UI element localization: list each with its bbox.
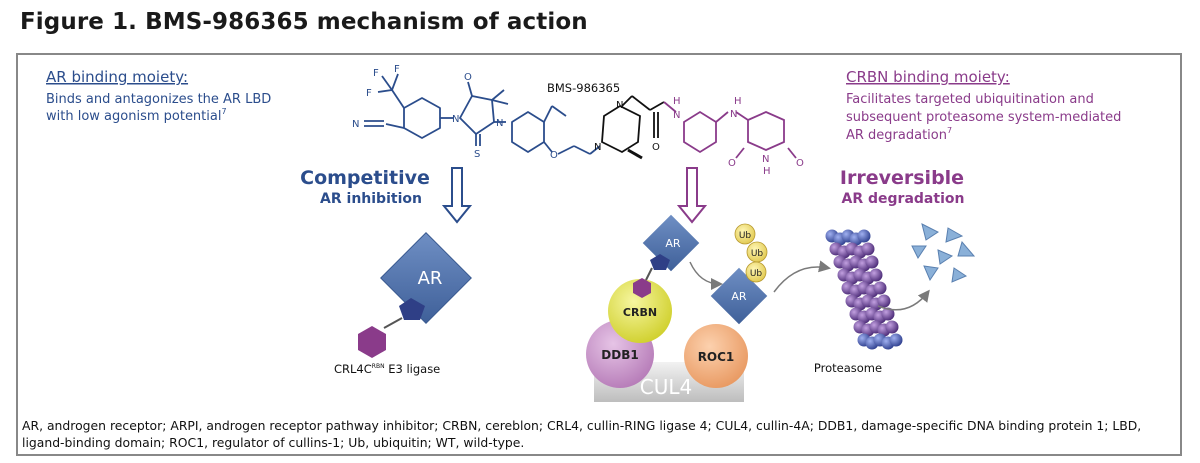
figure-caption: AR, androgen receptor; ARPI, androgen re… xyxy=(22,418,1142,450)
proteasome-bead xyxy=(877,294,891,308)
atom-o3: O xyxy=(796,158,804,169)
crl4-prefix: CRL4C xyxy=(334,362,372,376)
degradation-arrow-icon xyxy=(676,167,708,224)
ring-glutarimide xyxy=(747,111,785,151)
ring-imidazolidine xyxy=(459,95,495,135)
crbn-binding-line1: Facilitates targeted ubiquitination and xyxy=(846,92,1094,107)
ar-binding-heading: AR binding moiety: xyxy=(46,68,188,86)
proteasome-bead xyxy=(869,268,883,282)
atom-f3: F xyxy=(366,88,372,99)
to-fragments-arrow-icon xyxy=(877,289,930,311)
atom-f2: F xyxy=(394,64,400,75)
atom-labels-dark: N N O xyxy=(594,100,660,153)
to-proteasome-arrow-icon xyxy=(773,260,831,293)
chemical-structure xyxy=(364,73,601,155)
atom-n3: N xyxy=(594,142,601,153)
competitive-arrow-icon xyxy=(441,167,473,224)
crbn-binding-superscript: 7 xyxy=(947,126,952,135)
crbn-binding-line2: subsequent proteasome system-mediated xyxy=(846,110,1121,125)
atom-o-amide: O xyxy=(652,142,660,153)
ub-circle-1 xyxy=(734,223,756,245)
atom-n-nitrile: N xyxy=(352,119,359,130)
irreversible-subtitle: AR degradation xyxy=(842,191,965,207)
proteasome-bead xyxy=(881,307,895,321)
roc1-label: ROC1 xyxy=(698,350,735,364)
ar-pentagon-middle xyxy=(650,254,670,270)
atom-n2: N xyxy=(496,118,503,129)
ar-binding-line2-group: with low agonism potential7 xyxy=(46,107,227,124)
crbn-circle xyxy=(608,279,672,343)
ar-bound-complex: AR xyxy=(358,232,472,358)
atom-n7: N xyxy=(762,154,769,165)
ar-binding-superscript: 7 xyxy=(221,107,226,116)
degraded-fragments-icon xyxy=(911,223,976,283)
proteasome-bead xyxy=(865,255,879,269)
crl4-label: CRL4CRBN E3 ligase xyxy=(334,362,440,376)
ar-diamond-left xyxy=(380,232,472,324)
cul4-label: CUL4 xyxy=(640,375,692,399)
figure-title: Figure 1. BMS-986365 mechanism of action xyxy=(20,9,588,35)
crbn-hexagon-left xyxy=(358,326,386,358)
ar-binding-line2: with low agonism potential xyxy=(46,109,221,124)
proteasome-bead xyxy=(857,229,871,243)
atom-f1: F xyxy=(373,68,379,79)
ub-label-2: Ub xyxy=(751,249,764,259)
atom-n4: N xyxy=(616,100,623,111)
ddb1-label: DDB1 xyxy=(601,348,638,362)
crbn-label: CRBN xyxy=(623,306,657,319)
atom-labels-purple: H N H N O N H O xyxy=(673,96,804,177)
atom-n6: N xyxy=(730,109,737,120)
atom-h1: H xyxy=(673,96,681,107)
ubiquitination-arrow-icon xyxy=(689,261,723,290)
proteasome-bead xyxy=(889,333,903,347)
atom-s: S xyxy=(474,149,480,160)
competitive-title: Competitive xyxy=(300,167,430,189)
ubiquitinated-ar: AR Ub Ub Ub xyxy=(710,223,768,325)
ar-label-middle: AR xyxy=(665,237,681,250)
atom-labels: F F F N N O N S O xyxy=(352,64,558,161)
ring-aniline xyxy=(683,110,717,154)
crbn-binding-line3: AR degradation xyxy=(846,128,947,143)
atom-n1: N xyxy=(452,114,459,125)
ub-label-1: Ub xyxy=(739,231,752,241)
proteasome-bead xyxy=(861,242,875,256)
ub-circle-3 xyxy=(745,261,767,283)
svg-text:with low agonism potential7: with low agonism potential7 xyxy=(46,107,227,124)
competitive-subtitle: AR inhibition xyxy=(320,191,422,207)
proteasome-label: Proteasome xyxy=(814,361,882,375)
atom-o2: O xyxy=(728,158,736,169)
ub-label-3: Ub xyxy=(750,269,763,279)
crbn-binding-line3-group: AR degradation7 xyxy=(846,126,952,143)
atom-n5: N xyxy=(673,110,680,121)
crbn-moiety-structure xyxy=(663,101,797,159)
roc1-circle xyxy=(684,324,748,388)
crl4-suffix: E3 ligase xyxy=(385,362,441,376)
ar-pentagon-left xyxy=(399,298,425,320)
crl4-superscript: RBN xyxy=(372,363,385,370)
compound-label: BMS-986365 xyxy=(547,81,620,95)
irreversible-title: Irreversible xyxy=(840,167,964,189)
ar-label-ubiquitinated: AR xyxy=(731,290,747,303)
crbn-hexagon-middle xyxy=(633,278,651,298)
crbn-binding-heading: CRBN binding moiety: xyxy=(846,68,1010,86)
piperazine xyxy=(601,95,665,160)
atom-h2: H xyxy=(734,96,742,107)
proteasome-icon xyxy=(825,229,903,350)
ring-benzonitrile xyxy=(403,97,441,139)
ring-phenyl-ether xyxy=(511,111,545,153)
ar-label-left: AR xyxy=(418,268,443,289)
ar-binding-line1: Binds and antagonizes the AR LBD xyxy=(46,92,271,107)
atom-h3: H xyxy=(763,166,771,177)
atom-o1: O xyxy=(464,72,472,83)
proteasome-bead xyxy=(873,281,887,295)
proteasome-bead xyxy=(885,320,899,334)
atom-o-ether: O xyxy=(550,150,558,161)
